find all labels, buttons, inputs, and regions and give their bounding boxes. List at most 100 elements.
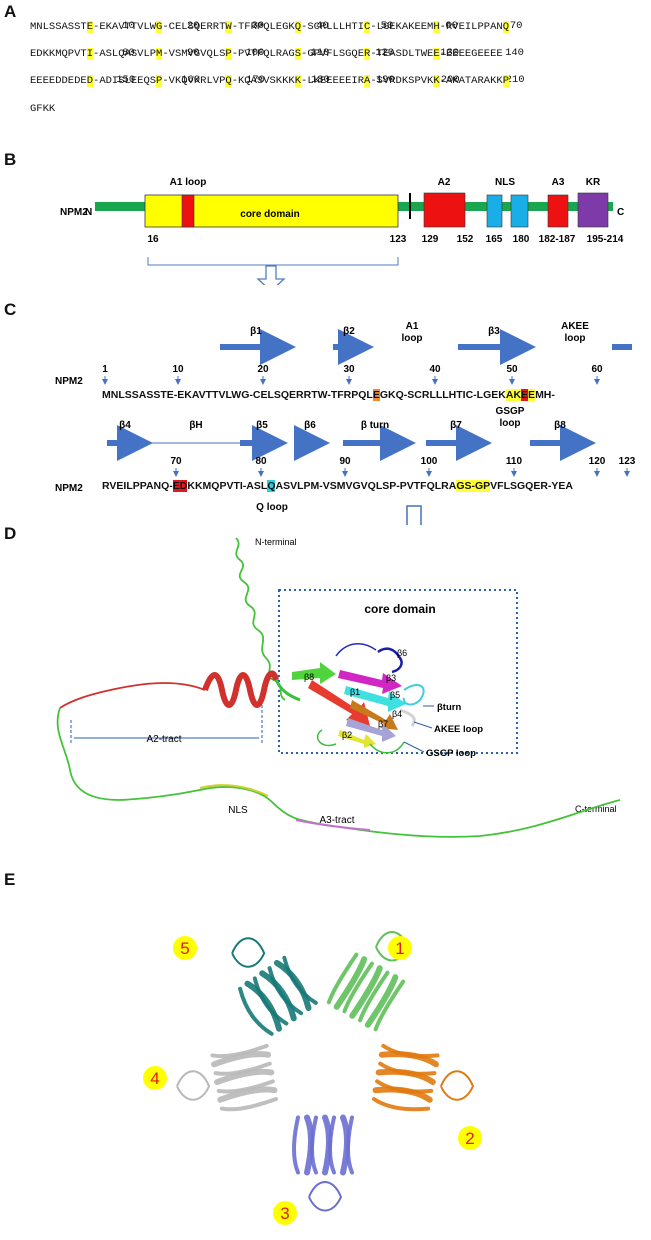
position-label: 129	[422, 234, 439, 245]
beta-strand	[211, 1051, 272, 1068]
beta-strand	[326, 952, 359, 1005]
core-bracket	[147, 257, 399, 266]
sequence-segment: MNLSSASSTE-EKAVTTVLWG-CELSQERRTW-TFRPQL	[102, 389, 373, 401]
strand-b3	[338, 670, 402, 694]
position-number: 50	[506, 364, 518, 375]
seq-number: 70	[509, 20, 523, 32]
beta-turn-loop	[402, 684, 425, 706]
position-label: 180	[513, 234, 530, 245]
sequence-row-4: GFKK	[30, 103, 56, 115]
seq-number: 190	[375, 74, 395, 86]
subunit-4	[176, 1043, 279, 1112]
seq-number: 170	[246, 74, 265, 86]
highlighted-residue: Q	[225, 75, 232, 87]
subunit-number: 3	[280, 1204, 289, 1223]
kr-label: KR	[586, 177, 601, 188]
position-number: 70	[170, 456, 182, 467]
highlighted-residue: E	[433, 48, 440, 60]
beta-strand	[333, 956, 368, 1010]
position-number: 20	[257, 364, 269, 375]
a3-segment	[295, 819, 371, 831]
beta-strand	[213, 1061, 272, 1076]
highlighted-residue: A	[364, 75, 371, 87]
strand-label: β7	[450, 420, 462, 431]
sequence-segment: GKQ-SCRLLLHTIC-LGEK	[379, 389, 506, 401]
strand-b4	[350, 700, 398, 730]
sequence-segment: -SCRLLLHTI	[301, 21, 365, 33]
a2-tract-chain	[59, 682, 206, 709]
beta-strand	[267, 966, 304, 1016]
n-terminal-tail	[235, 537, 286, 701]
strand-b7	[346, 718, 396, 742]
strand-label: β8	[304, 672, 314, 682]
n-terminal-label: N-terminal	[255, 537, 297, 547]
beta-strand	[371, 1097, 431, 1112]
seq-number: 210	[505, 74, 525, 86]
position-number: 123	[619, 456, 636, 467]
beta-strand	[373, 979, 406, 1032]
seq-number: 100	[245, 47, 265, 59]
a2-box	[423, 192, 466, 228]
strand-b5	[344, 686, 406, 712]
position-label: 152	[457, 234, 474, 245]
loop	[231, 937, 266, 968]
highlighted-residue: P	[225, 48, 232, 60]
a1-loop-box	[181, 194, 195, 228]
subunit-5	[231, 937, 318, 1036]
strand-label: β3	[488, 326, 500, 337]
n-terminus-label: N	[85, 207, 92, 218]
highlighted-residue: E	[372, 389, 380, 401]
subunit-number: 1	[395, 939, 404, 958]
strand-label: β4	[392, 709, 402, 719]
subunit-number: 4	[150, 1069, 159, 1088]
seq-number: 30	[251, 20, 265, 32]
beta-strand	[322, 1114, 332, 1176]
beta-strand	[217, 1086, 278, 1103]
sequence-segment: -KQASVSKKK	[231, 75, 295, 87]
strand-label: β6	[397, 648, 407, 658]
highlighted-residue: H	[433, 21, 440, 33]
protein-name: NPM2	[55, 483, 83, 494]
strand-label: β5	[390, 690, 400, 700]
strand-label: β4	[119, 420, 131, 431]
sequence-segment: -LGEKAKEEM	[370, 21, 434, 33]
seq-number: 50	[380, 20, 394, 32]
sequence-segment: -EKAVTTVLW	[93, 21, 157, 33]
highlighted-residue: S	[294, 48, 302, 60]
loop	[369, 741, 405, 754]
seq-number: 40	[316, 20, 329, 32]
beta-strand	[340, 1114, 350, 1176]
subunit-marker	[388, 936, 412, 960]
strand-label: β7	[378, 719, 388, 729]
beta-strand	[244, 980, 282, 1032]
seq-number: 90	[186, 47, 200, 59]
a2-helix	[202, 670, 301, 708]
c-terminal-label: C-terminal	[575, 804, 617, 814]
pointer-line	[403, 741, 425, 753]
beta-strand	[210, 1043, 269, 1059]
a3-label: A3	[552, 177, 565, 188]
c-terminus-label: C	[617, 207, 624, 218]
beta-strand	[259, 970, 297, 1022]
position-label: 165	[486, 234, 503, 245]
down-arrow-icon	[406, 505, 422, 525]
highlighted-residue: R	[364, 48, 371, 60]
panel-label-e: E	[4, 870, 16, 889]
row2-seq-wrap: RVEILPPANQ-EDKKMQPVTI-ASLQASVLPM-VSMVGVQ…	[102, 480, 573, 492]
highlighted-residue: GS-GP	[456, 480, 491, 492]
beta-strand	[358, 970, 390, 1023]
strand-label: β6	[304, 420, 316, 431]
seq-number: 80	[122, 47, 135, 59]
subunit-marker	[458, 1126, 482, 1150]
strand-label: β1	[250, 326, 262, 337]
beta-turn-label: βturn	[437, 702, 461, 713]
strand-label: β2	[343, 326, 355, 337]
sequence-segment: EDKKMQPVT	[30, 48, 87, 60]
strand-b6	[377, 647, 403, 674]
beta-strand	[252, 976, 289, 1026]
